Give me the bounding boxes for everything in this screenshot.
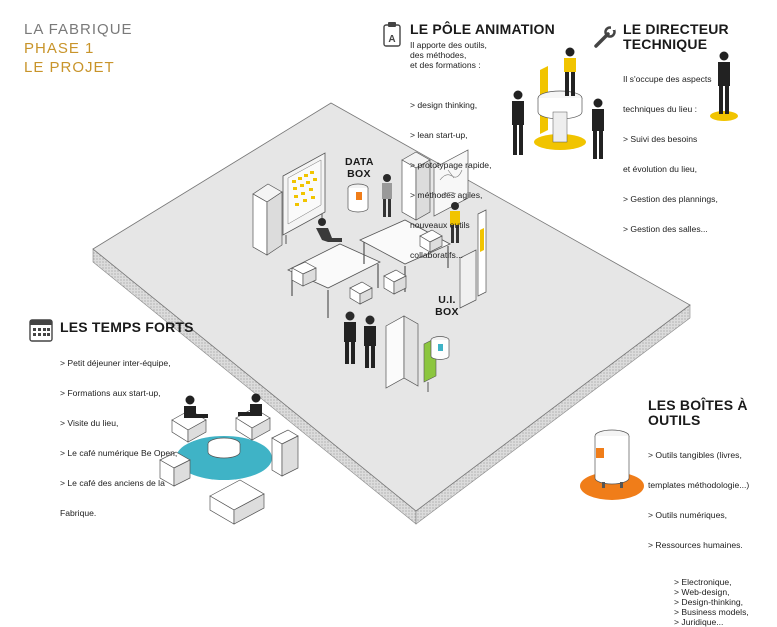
directeur-technique-line: > Suivi des besoins: [623, 134, 698, 144]
boites-outils-block: LES BOÎTES À OUTILS > Outils tangibles (…: [648, 398, 777, 627]
clipboard-icon-letter: A: [388, 34, 395, 45]
pole-animation-item: nouveaux outils: [410, 220, 470, 230]
directeur-technique-line: et évolution du lieu,: [623, 164, 698, 174]
temps-forts-line: > Le café des anciens de la: [60, 478, 165, 488]
directeur-technique-heading-2: TECHNIQUE: [623, 36, 708, 52]
directeur-technique-heading-1: LE DIRECTEUR: [623, 21, 729, 37]
pole-animation-item: > prototypage rapide,: [410, 160, 492, 170]
directeur-technique-list: Il s'occupe des aspects techniques du li…: [623, 54, 729, 254]
sketch-board: [433, 149, 469, 217]
pole-animation-intro-line: des méthodes,: [410, 50, 467, 60]
pole-animation-intro: Il apporte des outils, des méthodes, et …: [410, 40, 555, 70]
boites-outils-line: > Outils numériques,: [648, 510, 728, 520]
technical-director-illustration: [710, 51, 738, 121]
directeur-technique-block: LE DIRECTEUR TECHNIQUE Il s'occupe des a…: [623, 22, 729, 254]
temps-forts-line: > Petit déjeuner inter-équipe,: [60, 358, 171, 368]
temps-forts-line: Fabrique.: [60, 508, 97, 518]
boites-outils-sublist: > Electronique, > Web-design, > Design-t…: [674, 577, 777, 627]
partition-panel: [459, 209, 487, 309]
boites-outils-line: templates méthodologie...): [648, 480, 750, 490]
title-line-3: LE PROJET: [24, 59, 115, 76]
storage-cabinet-left: [252, 183, 283, 256]
floor-platform: [92, 102, 691, 525]
directeur-technique-line: > Gestion des plannings,: [623, 194, 718, 204]
floor-illustration: A: [29, 22, 738, 525]
boites-outils-line: > Outils tangibles (livres,: [648, 450, 742, 460]
ui-box-label-line-1: U.I.: [438, 294, 456, 306]
pole-animation-heading: LE PÔLE ANIMATION: [410, 21, 555, 37]
temps-forts-list: > Petit déjeuner inter-équipe, > Formati…: [60, 338, 194, 538]
pole-animation-item: > design thinking,: [410, 100, 478, 110]
pole-animation-list: > design thinking, > lean start-up, > pr…: [410, 80, 555, 280]
temps-forts-line: > Le café numérique Be Open,: [60, 448, 178, 458]
boites-outils-subitem: > Business models,: [674, 607, 749, 617]
temps-forts-line: > Formations aux start-up,: [60, 388, 161, 398]
boites-outils-subitem: > Juridique...: [674, 617, 724, 627]
boites-outils-subitem: > Design-thinking,: [674, 597, 744, 607]
pole-animation-block: LE PÔLE ANIMATION Il apporte des outils,…: [410, 22, 555, 280]
animation-team-illustration: [512, 47, 604, 159]
directeur-technique-line: techniques du lieu :: [623, 104, 698, 114]
pole-animation-item: collaboratifs...: [410, 250, 464, 260]
clipboard-icon: A: [383, 22, 401, 47]
stools: [291, 229, 443, 305]
data-box-label-line-2: BOX: [347, 168, 371, 180]
post-it-board: [282, 152, 326, 244]
storage-cabinet-right: [401, 151, 431, 221]
temps-forts-line: > Visite du lieu,: [60, 418, 119, 428]
page-title: LA FABRIQUE PHASE 1 LE PROJET: [24, 20, 133, 77]
temps-forts-heading: LES TEMPS FORTS: [60, 319, 194, 335]
data-box: [347, 183, 369, 213]
pole-animation-item: > méthodes agiles,: [410, 190, 483, 200]
pole-animation-intro-line: Il apporte des outils,: [410, 40, 487, 50]
ui-box-label-line-2: BOX: [435, 306, 459, 318]
people-on-floor: [316, 174, 460, 368]
directeur-technique-line: Il s'occupe des aspects: [623, 74, 712, 84]
temps-forts-block: LES TEMPS FORTS > Petit déjeuner inter-é…: [60, 320, 194, 538]
pole-animation-intro-line: et des formations :: [410, 60, 481, 70]
ui-box-label: U.I. BOX: [432, 294, 462, 318]
boites-outils-subitem: > Electronique,: [674, 577, 732, 587]
directeur-technique-line: > Gestion des salles...: [623, 224, 708, 234]
boites-outils-subitem: > Web-design,: [674, 587, 730, 597]
pole-animation-item: > lean start-up,: [410, 130, 468, 140]
boites-outils-list: > Outils tangibles (livres, templates mé…: [648, 430, 777, 570]
wrench-icon: [594, 26, 616, 48]
data-box-label: DATA BOX: [345, 156, 374, 180]
ui-box: [385, 315, 450, 392]
lounge-area: [159, 393, 299, 525]
boites-outils-heading: LES BOÎTES À OUTILS: [648, 397, 748, 428]
boites-outils-line: > Ressources humaines.: [648, 540, 743, 550]
title-line-1: LA FABRIQUE: [24, 21, 133, 38]
calendar-icon: [29, 319, 53, 342]
data-box-label-line-1: DATA: [345, 156, 374, 168]
toolbox-illustration: [580, 429, 644, 500]
title-line-2: PHASE 1: [24, 40, 95, 57]
